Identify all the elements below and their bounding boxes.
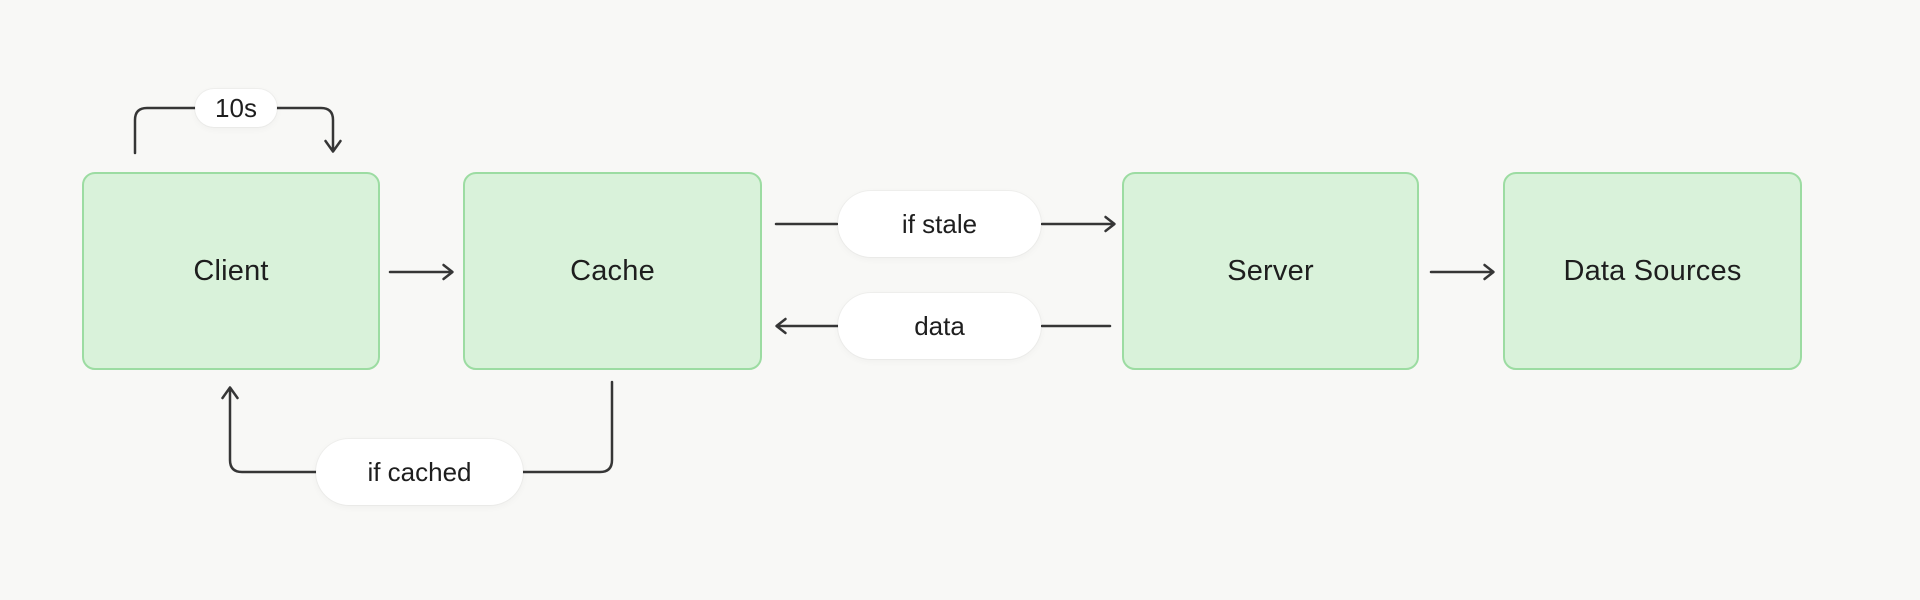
edge-label-if-stale-text: if stale (901, 208, 978, 239)
node-client-label: Client (193, 254, 269, 287)
edge-label-if-cached: if cached (316, 439, 523, 505)
edge-cache-to-server-right (1040, 215, 1116, 233)
node-data-sources: Data Sources (1503, 172, 1802, 370)
node-cache-label: Cache (570, 254, 655, 287)
edge-label-if-stale: if stale (838, 191, 1041, 257)
node-server-label: Server (1227, 254, 1314, 287)
edge-label-data-text: data (914, 310, 965, 341)
edge-server-to-cache-left (775, 317, 840, 335)
edge-client-to-cache (388, 263, 454, 281)
edge-label-data: data (838, 293, 1041, 359)
node-server: Server (1122, 172, 1419, 370)
node-data-sources-label: Data Sources (1563, 254, 1742, 287)
node-cache: Cache (463, 172, 762, 370)
edge-label-if-cached-text: if cached (367, 456, 472, 487)
edge-label-refresh-interval-text: 10s (215, 92, 257, 123)
edge-server-to-data-sources (1429, 263, 1495, 281)
edge-label-refresh-interval: 10s (195, 89, 277, 127)
node-client: Client (82, 172, 380, 370)
